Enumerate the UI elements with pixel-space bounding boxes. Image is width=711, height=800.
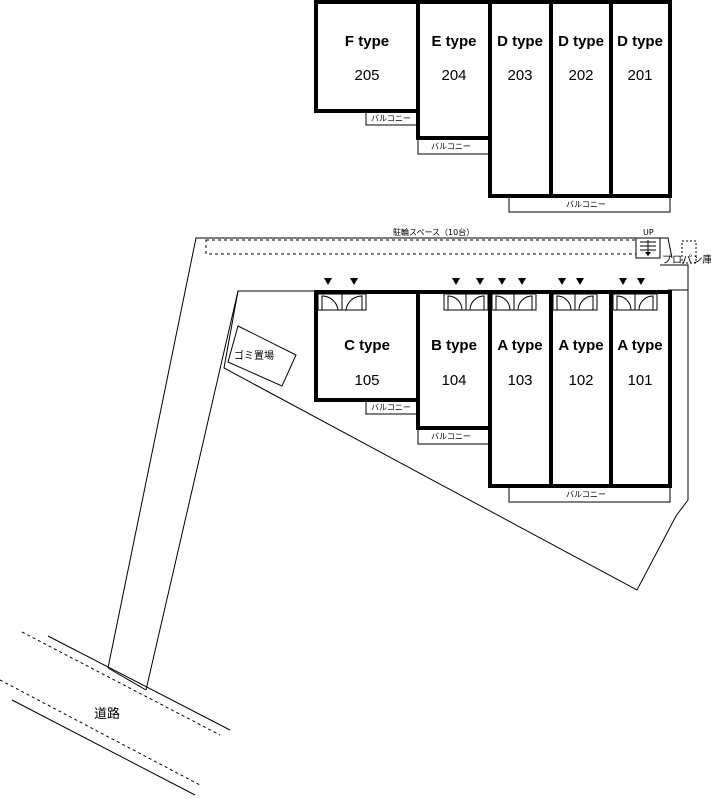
svg-text:D type: D type — [617, 33, 663, 50]
door-105 — [317, 293, 367, 311]
svg-text:A type: A type — [497, 337, 542, 354]
unit-101[interactable]: A type 101 — [609, 290, 672, 488]
svg-text:バルコニー: バルコニー — [566, 200, 606, 209]
road-label: 道路 — [94, 706, 120, 722]
svg-text:201: 201 — [627, 67, 652, 84]
svg-text:102: 102 — [568, 372, 593, 389]
svg-text:C type: C type — [344, 337, 390, 354]
door-102 — [552, 293, 598, 311]
unit-201[interactable]: D type 201 — [609, 0, 672, 198]
second-floor: バルコニー バルコニー バルコニー F type 205 E type 204 … — [314, 0, 672, 213]
svg-text:バルコニー: バルコニー — [566, 490, 606, 499]
bicycle-space: 駐輪スペース（10台） — [205, 227, 659, 255]
svg-text:105: 105 — [354, 372, 379, 389]
svg-text:A type: A type — [558, 337, 603, 354]
svg-text:バルコニー: バルコニー — [371, 114, 411, 123]
unit-104[interactable]: B type 104 — [416, 290, 492, 430]
svg-text:202: 202 — [568, 67, 593, 84]
unit-204[interactable]: E type 204 — [416, 0, 492, 140]
svg-text:E type: E type — [431, 33, 476, 50]
svg-text:B type: B type — [431, 337, 477, 354]
svg-text:203: 203 — [507, 67, 532, 84]
door-101 — [612, 293, 658, 311]
garbage-area-label: ゴミ置場 — [234, 349, 274, 362]
svg-text:104: 104 — [441, 372, 466, 389]
svg-text:101: 101 — [627, 372, 652, 389]
first-floor: バルコニー バルコニー バルコニー C type 105 B type 104 … — [314, 278, 672, 503]
unit-102[interactable]: A type 102 — [549, 290, 613, 488]
entrance-doors — [317, 293, 658, 311]
unit-103[interactable]: A type 103 — [488, 290, 553, 488]
unit-205[interactable]: F type 205 — [314, 0, 420, 113]
svg-text:バルコニー: バルコニー — [431, 432, 471, 441]
svg-text:204: 204 — [441, 67, 466, 84]
stairs-label: UP — [643, 228, 654, 237]
door-104 — [443, 293, 489, 311]
svg-text:D type: D type — [497, 33, 543, 50]
svg-text:D type: D type — [558, 33, 604, 50]
svg-text:A type: A type — [617, 337, 662, 354]
garbage-area: ゴミ置場 — [227, 325, 297, 387]
svg-text:バルコニー: バルコニー — [431, 142, 471, 151]
stairs: UP — [635, 228, 661, 259]
svg-text:バルコニー: バルコニー — [371, 403, 411, 412]
svg-text:F type: F type — [345, 33, 389, 50]
bicycle-space-label: 駐輪スペース（10台） — [393, 227, 474, 237]
entrance-markers — [324, 278, 645, 285]
propane-storage: プロパン庫 — [662, 240, 711, 266]
svg-text:103: 103 — [507, 372, 532, 389]
svg-text:205: 205 — [354, 67, 379, 84]
propane-storage-label: プロパン庫 — [662, 253, 711, 266]
unit-203[interactable]: D type 203 — [488, 0, 553, 198]
unit-202[interactable]: D type 202 — [549, 0, 613, 198]
door-103 — [491, 293, 537, 311]
road: 道路 — [0, 631, 231, 796]
